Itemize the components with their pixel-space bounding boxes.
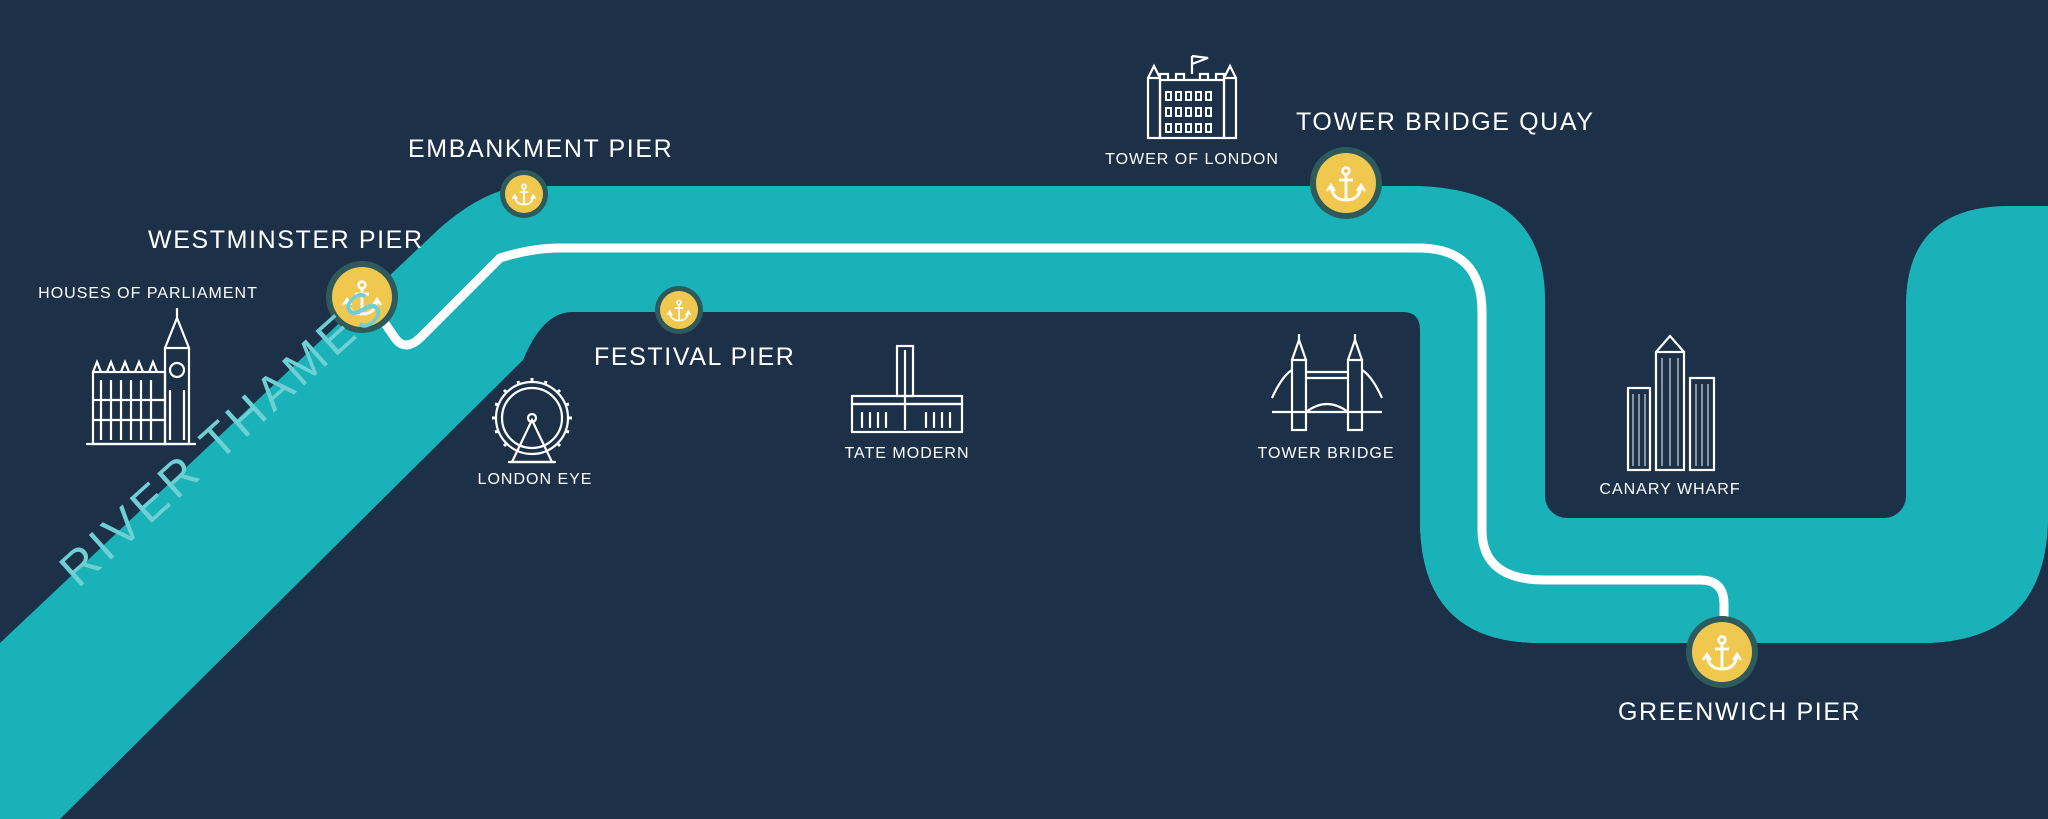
river-canary-wharf-land [1545,300,1906,518]
pier-label-westminster[interactable]: WESTMINSTER PIER [148,226,424,254]
pier-marker-tower-bridge-quay[interactable] [1310,147,1382,219]
river-thames [0,186,2048,819]
landmark-label-tower-of-london: TOWER OF LONDON [1105,151,1279,168]
pier-marker-westminster[interactable] [326,261,398,333]
pier-label-greenwich[interactable]: GREENWICH PIER [1618,698,1862,726]
landmark-label-tate-modern: TATE MODERN [844,445,970,462]
route-line [357,243,1729,645]
landmark-label-tower-bridge: TOWER BRIDGE [1257,445,1395,462]
pier-label-tower-bridge-quay[interactable]: TOWER BRIDGE QUAY [1296,108,1595,136]
ferris-wheel-icon [492,378,572,464]
castle-icon [1146,54,1238,140]
tate-modern-icon [850,344,964,434]
pier-marker-festival[interactable] [655,286,703,334]
landmark-label-canary-wharf: CANARY WHARF [1599,481,1741,498]
river-canary-fill [1410,186,1545,330]
pier-marker-embankment[interactable] [500,170,548,218]
river-lower-bend [1420,306,2048,643]
pier-marker-greenwich[interactable] [1686,616,1758,688]
parliament-icon [86,308,196,446]
landmark-label-parliament: HOUSES OF PARLIAMENT [38,285,258,302]
skyscrapers-icon [1626,334,1716,472]
pier-label-embankment[interactable]: EMBANKMENT PIER [408,135,674,163]
pier-label-festival[interactable]: FESTIVAL PIER [594,343,796,371]
landmark-label-london-eye: LONDON EYE [477,471,593,488]
tower-bridge-icon [1270,334,1384,432]
